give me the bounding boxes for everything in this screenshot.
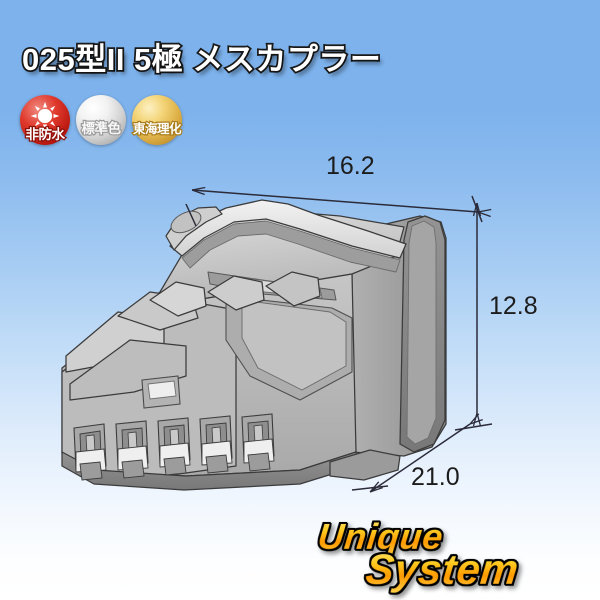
dim-bottom-ext-left: [351, 485, 389, 491]
page-title: 025型II 5極 メスカプラー: [20, 40, 382, 79]
terminal-cavity-1: [73, 423, 107, 481]
connector-keyway-slot-inner: [147, 380, 177, 400]
connector-tab-3: [265, 271, 321, 307]
sun-icon: [30, 101, 60, 131]
connector-tab-2: [207, 275, 265, 311]
dimension-label-width: 16.2: [326, 152, 375, 180]
terminal-cavity-3: [157, 417, 191, 476]
badge-standard-color-label: 標準色: [80, 120, 122, 136]
dim-top-line: [192, 190, 478, 212]
connector-tab-1: [149, 281, 207, 317]
connector-body: [61, 199, 447, 491]
dimension-lines: [185, 190, 493, 493]
badge-standard-color: 標準色: [76, 95, 126, 145]
badge-manufacturer-label: 東海理化: [132, 121, 183, 136]
connector-rib-2: [69, 339, 187, 401]
dim-right-ext-bottom: [454, 423, 493, 431]
badge-manufacturer: 東海理化: [132, 95, 183, 145]
dimension-label-height: 12.8: [489, 292, 538, 320]
connector-inner-ramp-face: [241, 299, 347, 391]
connector-lock-arm-shadow: [181, 220, 401, 273]
connector-right-rib-highlight: [406, 220, 437, 445]
dimension-label-depth: 21.0: [411, 463, 460, 491]
terminal-cavity-5: [241, 413, 275, 472]
terminal-cavity-4: [199, 415, 233, 474]
badge-non-waterproof-label: 非防水: [24, 126, 66, 142]
badge-non-waterproof: 非防水: [20, 95, 70, 145]
dim-bottom-line: [370, 424, 470, 493]
terminal-cavity-2: [115, 420, 149, 479]
dim-top-ext-left: [185, 203, 197, 227]
terminal-cavity-row: [73, 413, 275, 481]
badge-row: 非防水 標準色 東海理化: [20, 95, 183, 145]
